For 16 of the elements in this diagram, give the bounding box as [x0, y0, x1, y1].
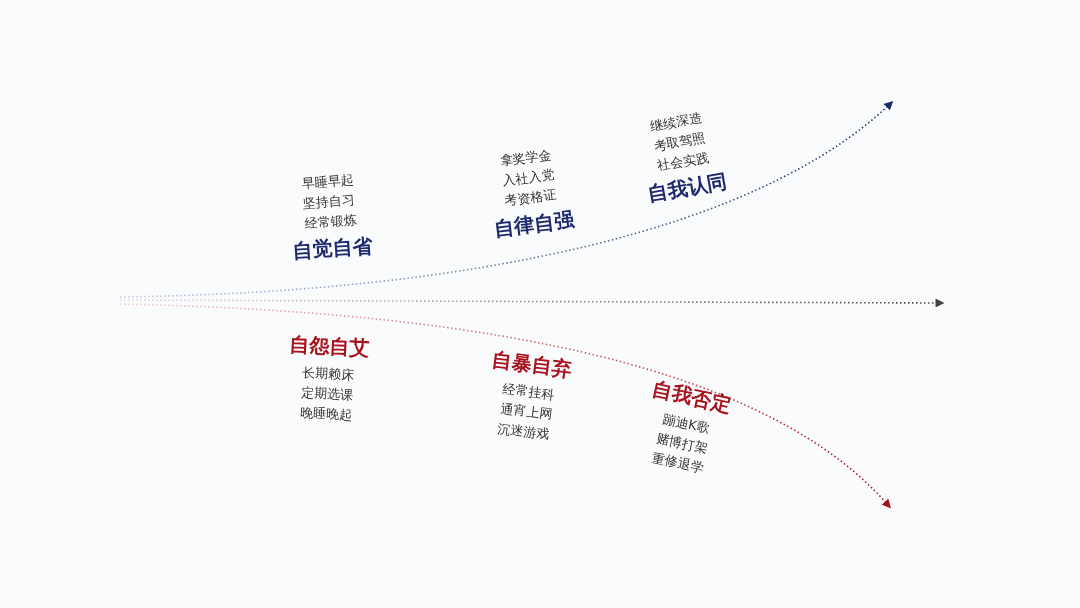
stage-heading: 自暴自弃 — [490, 347, 574, 382]
behavior-text: 经常挂科 — [501, 379, 556, 403]
behavior-text: 拿奖学金 — [498, 146, 553, 169]
behavior-text: 长期赖床 — [301, 363, 355, 385]
stage-heading: 自律自强 — [492, 207, 576, 241]
behavior-text: 早睡早起 — [301, 171, 355, 193]
behavior-text: 沉迷游戏 — [496, 420, 551, 444]
behavior-text: 定期选课 — [300, 383, 354, 405]
stage-heading: 自觉自省 — [291, 233, 373, 263]
behavior-text: 坚持自习 — [302, 191, 356, 213]
behavior-text: 晚睡晚起 — [299, 403, 353, 425]
behavior-text: 考资格证 — [503, 186, 558, 210]
behavior-text: 入社入党 — [501, 167, 555, 189]
stage-heading: 自怨自艾 — [289, 331, 371, 361]
behavior-text: 通宵上网 — [499, 400, 553, 423]
behavior-text: 经常锻炼 — [303, 211, 358, 233]
